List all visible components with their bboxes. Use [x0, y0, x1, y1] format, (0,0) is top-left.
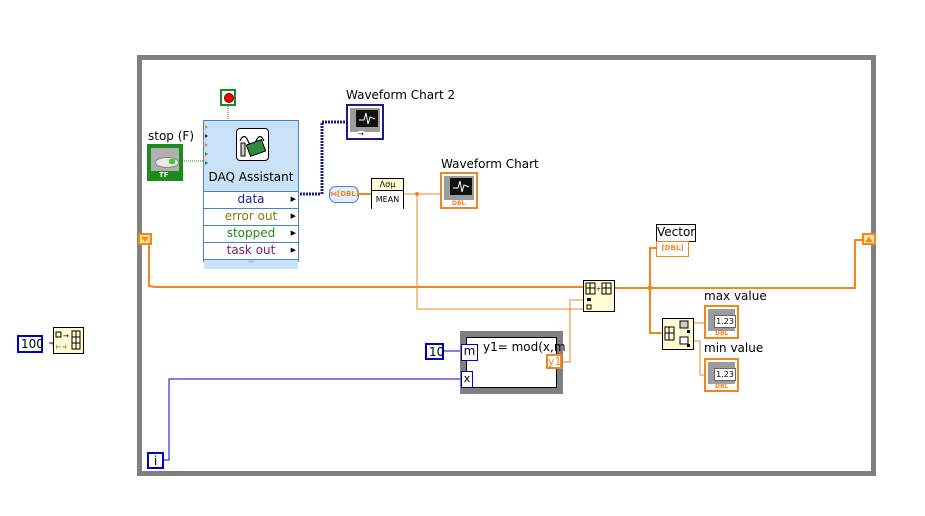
min-value-indicator[interactable]: 1.23 DBL: [704, 358, 739, 392]
daq-output-error-out[interactable]: error out▶: [204, 208, 298, 225]
formula-input-m[interactable]: m: [461, 344, 478, 361]
stop-button-icon: [155, 157, 179, 168]
daq-assistant-icon: [236, 128, 269, 161]
waveform-icon: [450, 178, 472, 195]
daq-output-data[interactable]: data▶: [204, 191, 298, 208]
shift-register-right[interactable]: [862, 233, 876, 245]
initialize-array-node[interactable]: → ⊢⊣: [53, 327, 84, 354]
while-loop[interactable]: [137, 55, 876, 476]
stop-status-indicator[interactable]: [220, 89, 236, 106]
svg-text:⊢⊣: ⊢⊣: [56, 344, 66, 351]
modulus-constant[interactable]: 10: [425, 343, 444, 360]
dbl-type-badge: DBL: [452, 200, 466, 207]
formula-output-y1[interactable]: y1: [546, 354, 562, 369]
max-value-display: 1.23: [714, 315, 736, 328]
bool-type-badge: TF: [159, 171, 169, 179]
initialize-array-icon: → ⊢⊣: [55, 330, 81, 351]
daq-output-stopped[interactable]: stopped▶: [204, 225, 298, 242]
max-value-indicator[interactable]: 1.23 DBL: [704, 305, 739, 339]
replace-array-subset-icon: +: [585, 282, 612, 310]
waveform-icon: [356, 110, 378, 127]
daq-output-label: task out: [226, 243, 276, 257]
formula-node[interactable]: y1= mod(x,m: [460, 331, 566, 394]
shift-register-left[interactable]: [138, 233, 152, 245]
stop-label: stop (F): [148, 129, 194, 143]
min-value-display: 1.23: [714, 368, 736, 381]
dbl-type-badge: DBL: [714, 383, 730, 390]
formula-input-x[interactable]: x: [461, 371, 473, 388]
svg-text:→: →: [63, 332, 69, 340]
daq-output-label: error out: [224, 209, 278, 223]
replace-array-subset-node[interactable]: +: [583, 280, 615, 312]
daq-assistant-node[interactable]: DAQ Assistant data▶ error out▶ stopped▶ …: [203, 120, 299, 269]
dbl-type-badge: DBL: [714, 330, 730, 337]
svg-text:+: +: [596, 286, 601, 293]
vector-label: Vector: [656, 224, 696, 242]
daq-assistant-title: DAQ Assistant: [208, 170, 294, 184]
daq-output-label: stopped: [226, 226, 276, 240]
max-value-label: max value: [704, 289, 767, 303]
daq-input-terminals: [205, 125, 208, 165]
statistics-icon: Λσμ: [372, 179, 403, 191]
daq-output-label: data: [237, 192, 265, 206]
expand-chevron-icon[interactable]: ︾: [204, 259, 298, 269]
array-max-min-icon: [664, 320, 690, 347]
min-value-label: min value: [704, 341, 764, 355]
mean-node[interactable]: Λσμ MEAN: [371, 178, 404, 209]
waveform-chart-label: Waveform Chart: [441, 157, 539, 171]
array-size-constant[interactable]: 100: [17, 335, 44, 353]
convert-dynamic-data-node[interactable]: ⋈[DBL]: [329, 186, 359, 203]
vector-indicator-terminal[interactable]: [DBL]: [656, 241, 689, 257]
dynamic-type-badge: ⇝: [358, 130, 364, 138]
daq-output-task-out[interactable]: task out▶: [204, 242, 298, 259]
formula-text[interactable]: y1= mod(x,m: [483, 340, 566, 354]
mean-node-label: MEAN: [372, 191, 403, 209]
waveform-chart-2-label: Waveform Chart 2: [346, 88, 456, 102]
iteration-terminal: i: [147, 452, 164, 469]
waveform-chart-2-terminal[interactable]: ⇝: [346, 104, 384, 140]
array-max-min-node[interactable]: [662, 318, 694, 350]
stop-control-terminal[interactable]: TF: [147, 144, 183, 181]
waveform-chart-terminal[interactable]: DBL: [440, 172, 478, 209]
